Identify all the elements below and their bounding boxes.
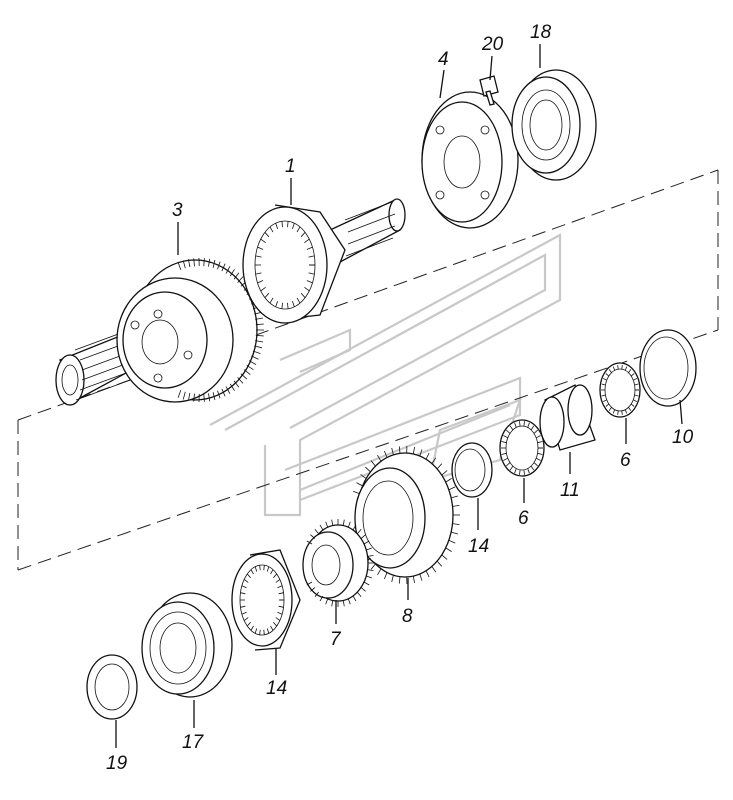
part-6-spline-ring-lower: [499, 419, 545, 477]
part-11-sleeve: [539, 384, 596, 451]
label-part-11: 11: [560, 480, 580, 501]
part-3-gear-shaft: [55, 257, 264, 406]
part-17-roller-bearing: [141, 592, 233, 698]
part-18-bearing: [511, 69, 597, 181]
part-8-helical-gear: [353, 445, 460, 585]
label-part-6-lower: 6: [518, 508, 529, 529]
label-part-6-upper: 6: [620, 450, 631, 471]
label-part-7: 7: [330, 629, 342, 650]
part-20-bolt: [479, 75, 499, 106]
assembly-axis: [17, 169, 719, 571]
label-part-10: 10: [672, 427, 694, 448]
label-part-4: 4: [438, 49, 449, 70]
label-part-1: 1: [285, 156, 296, 177]
watermark-logo: [209, 233, 562, 517]
label-part-18: 18: [530, 22, 552, 43]
part-14-ring-upper: [451, 442, 493, 498]
label-part-19: 19: [106, 753, 128, 774]
label-part-14-upper: 14: [468, 536, 489, 557]
label-part-8: 8: [402, 606, 413, 627]
label-part-20: 20: [481, 34, 504, 55]
part-10-ring: [639, 329, 697, 407]
part-labels: 1 3 4 20 18 10 6 11 6 14 8 7 14 17 19: [106, 22, 694, 774]
part-14-sliding-sleeve: [231, 549, 301, 651]
part-19-washer: [86, 654, 138, 720]
part-6-spline-ring-upper: [599, 362, 641, 418]
part-4-bearing-cover: [421, 91, 519, 229]
part-7-synchro-hub: [302, 519, 374, 607]
label-part-14-lower: 14: [266, 678, 287, 699]
leader-lines: [115, 44, 683, 748]
part-1-clutch-drum: [242, 198, 406, 324]
label-part-3: 3: [172, 200, 183, 221]
label-part-17: 17: [182, 732, 205, 753]
